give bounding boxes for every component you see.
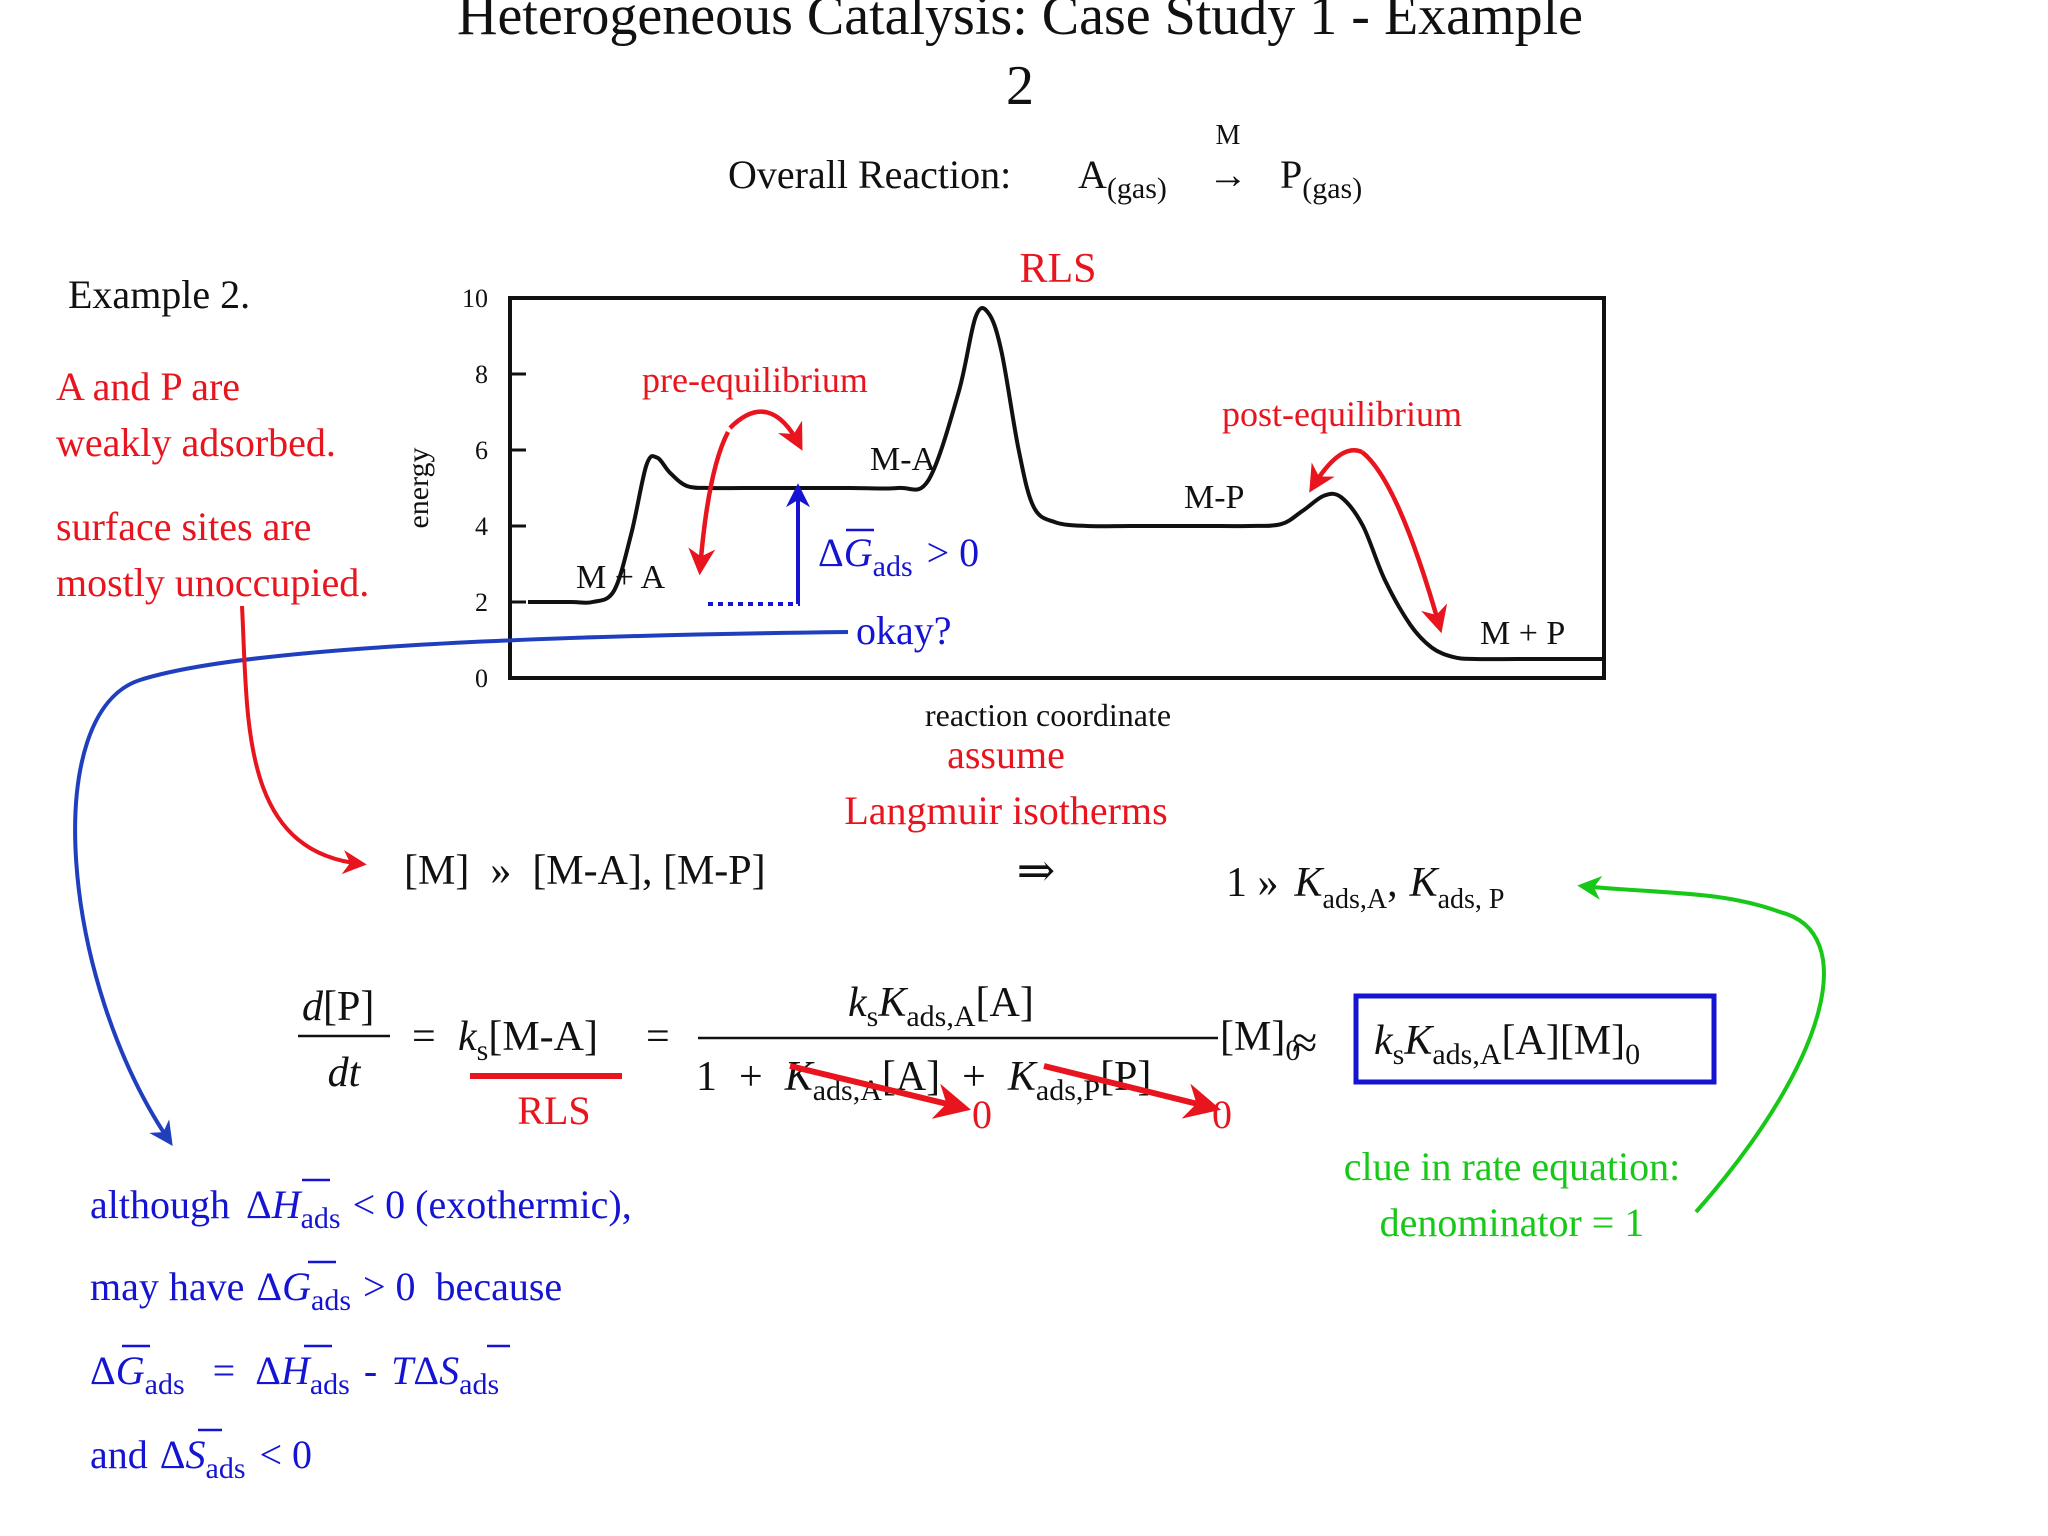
assume-label: assume: [947, 732, 1065, 777]
rate-lhs-numerator: d[P]: [302, 984, 374, 1030]
y-tick-label: 6: [475, 436, 488, 465]
fraction-numerator: ksKads,A[A]: [848, 980, 1034, 1033]
energy-diagram: 0 2 4 6 8 10 energy reaction coordinate M + A…: [402, 246, 1606, 733]
post-equilibrium-label: post-equilibrium: [1222, 394, 1462, 434]
post-equilibrium-arrow-forward: [1360, 450, 1448, 634]
crossout-arrow-a: [789, 1063, 971, 1119]
clue-line1: clue in rate equation:: [1344, 1144, 1681, 1189]
energy-profile-line: [527, 306, 1604, 662]
rate-eq-2: =: [646, 1014, 670, 1060]
rls-under-label: RLS: [517, 1088, 590, 1133]
rate-eq-1: =: [412, 1014, 436, 1060]
implies-arrow: ⇒: [1017, 845, 1056, 896]
crossout-zero-a: 0: [972, 1092, 992, 1137]
note-sites-unoccupied-1: surface sites are: [56, 504, 311, 549]
y-tick-label: 0: [475, 664, 488, 693]
rate-lhs-denominator: dt: [328, 1050, 362, 1096]
total-sites: [M]0: [1220, 1014, 1300, 1067]
y-axis-label: energy: [402, 447, 435, 528]
result-expression: ksKads,A[A][M]0: [1374, 1018, 1640, 1071]
y-tick-label: 2: [475, 588, 488, 617]
pre-equilibrium-label: pre-equilibrium: [642, 360, 868, 400]
y-tick-label: 8: [475, 360, 488, 389]
catalyst-label: M: [1216, 120, 1241, 151]
y-axis-ticks: 0 2 4 6 8 10: [462, 284, 526, 693]
y-tick-label: 4: [475, 512, 488, 541]
overall-product: P(gas): [1280, 152, 1362, 205]
label-m-plus-a: M + A: [576, 559, 666, 596]
example-heading: Example 2.: [68, 272, 250, 317]
clue-line2: denominator = 1: [1380, 1200, 1645, 1245]
k-inequality: 1 »Kads,A,Kads, P: [1226, 860, 1504, 915]
x-axis-label: reaction coordinate: [925, 697, 1171, 733]
site-inequality: [M] » [M-A], [M-P]: [404, 848, 766, 894]
overall-reaction-label: Overall Reaction:: [728, 152, 1011, 197]
pre-equilibrium-arrow-back: [688, 430, 730, 576]
slide-title-line2: 2: [1006, 55, 1034, 117]
label-m-plus-p: M + P: [1480, 615, 1565, 652]
y-tick-label: 10: [462, 284, 488, 313]
note-weakly-adsorbed-1: A and P are: [56, 364, 240, 409]
post-equilibrium-arrow-back: [1309, 448, 1363, 493]
label-m-p: M-P: [1184, 479, 1244, 516]
reaction-arrow: →: [1208, 152, 1248, 197]
approx-sign: ≈: [1292, 1017, 1317, 1068]
overall-reaction: Overall Reaction: A(gas) M → P(gas): [728, 120, 1362, 205]
crossout-arrow-p: [1043, 1063, 1221, 1119]
rls-label: RLS: [1019, 246, 1096, 292]
result-box: [1353, 993, 1717, 1085]
okay-to-notes-arrow: [73, 630, 849, 1146]
pre-equilibrium-arrow-forward: [728, 409, 803, 451]
dg-ads-label: ΔGads> 0: [818, 530, 979, 583]
okay-label: okay?: [856, 608, 952, 653]
plot-frame: [508, 296, 1606, 680]
slide-title-line1: Heterogeneous Catalysis: Case Study 1 - …: [457, 0, 1583, 47]
langmuir-label: Langmuir isotherms: [844, 788, 1167, 833]
overall-reactant: A(gas): [1078, 152, 1167, 205]
label-m-a: M-A: [870, 441, 937, 478]
crossout-zero-p: 0: [1212, 1092, 1232, 1137]
note-sites-unoccupied-2: mostly unoccupied.: [56, 560, 369, 605]
note-weakly-adsorbed-2: weakly adsorbed.: [56, 420, 336, 465]
thermo-line3: ΔGads=ΔHads-TΔSads: [90, 1348, 499, 1401]
unoccupied-to-inequality-arrow: [240, 605, 367, 875]
clue-to-inequality-arrow: [1577, 876, 1826, 1214]
rate-equation: d[P] dt = ks[M-A] RLS = ksKads,A[A] 1+Ka…: [298, 980, 1717, 1137]
rate-ks-ma: ks[M-A]: [458, 1014, 598, 1067]
